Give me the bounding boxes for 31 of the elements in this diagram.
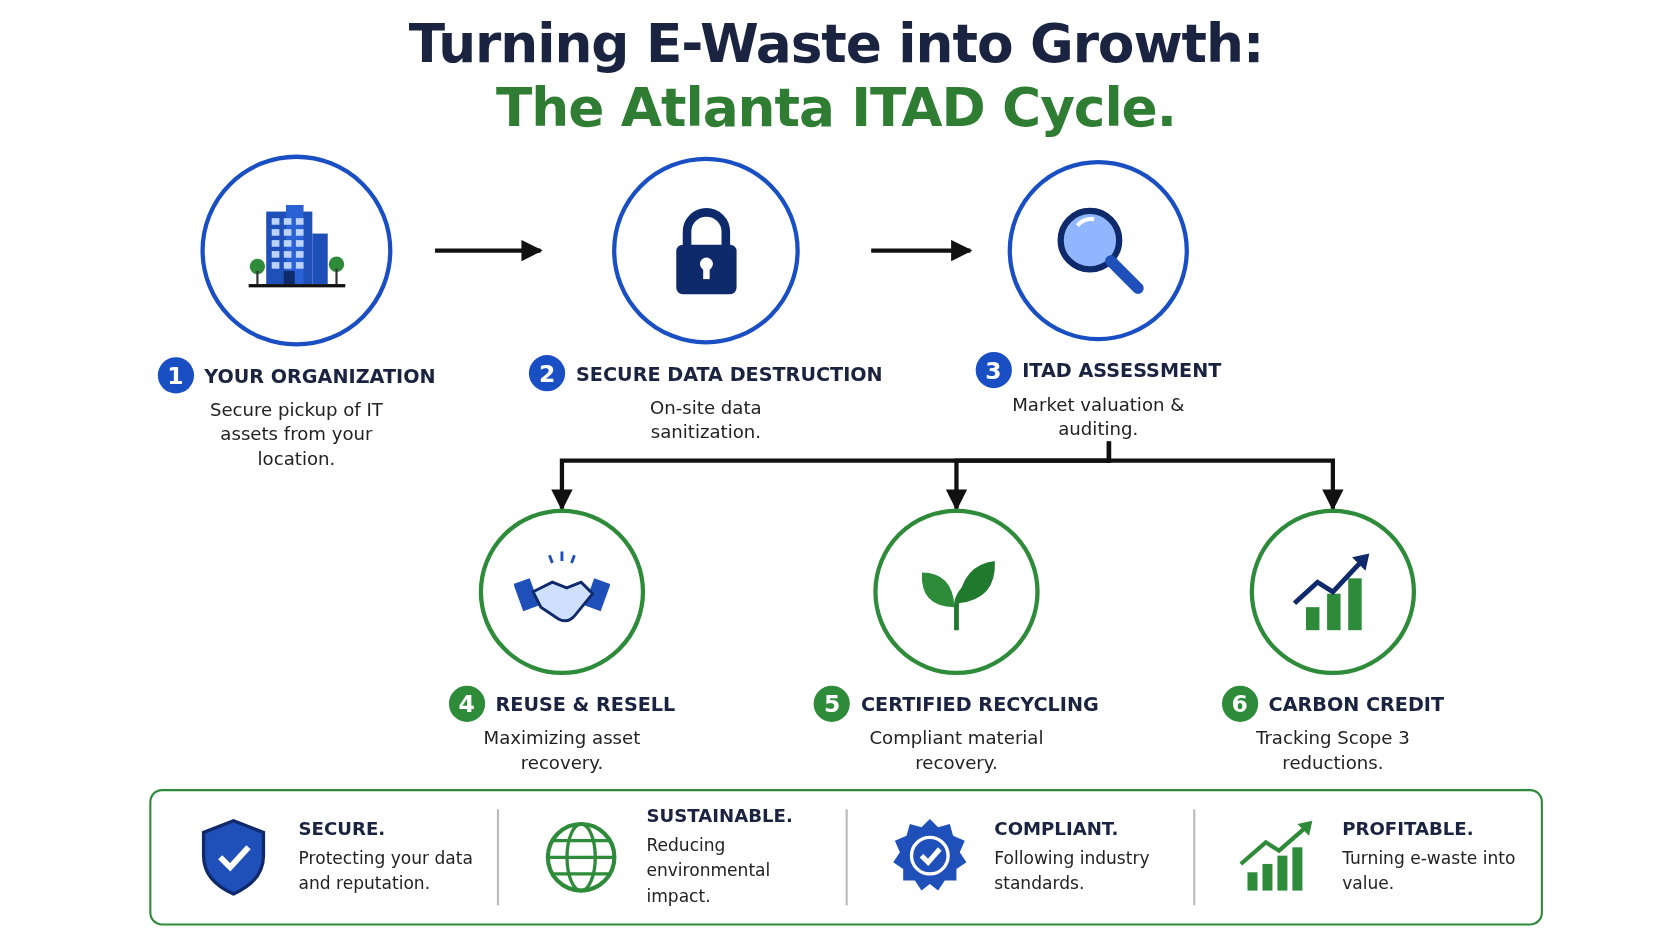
step-heading: YOUR ORGANIZATION — [204, 364, 436, 387]
number-badge: 1 — [157, 357, 194, 394]
number-badge: 4 — [448, 685, 485, 722]
step-description: Secure pickup of IT assets from your location. — [208, 397, 384, 472]
step-heading: CERTIFIED RECYCLING — [861, 692, 1099, 715]
step-heading: REUSE & RESELL — [495, 692, 676, 715]
step-heading: SECURE DATA DESTRUCTION — [576, 362, 883, 385]
number-badge: 3 — [975, 351, 1012, 389]
arrow — [435, 239, 543, 262]
feature-description: Protecting your data and reputation. — [298, 846, 474, 896]
number-badge: 5 — [814, 685, 851, 722]
feature-description: Reducing environmental impact. — [646, 833, 772, 909]
step-description: Maximizing asset recovery. — [482, 726, 642, 776]
step-description: Compliant material recovery. — [868, 726, 1045, 776]
step-heading: CARBON CREDIT — [1268, 692, 1445, 715]
feature-description: Following industry standards. — [994, 846, 1151, 896]
step-description: Tracking Scope 3 reductions. — [1255, 726, 1411, 776]
number-badge: 6 — [1221, 685, 1258, 722]
title: Turning E-Waste into Growth: — [407, 12, 1265, 75]
feature-heading: SUSTAINABLE. — [646, 805, 794, 827]
arrow — [1106, 441, 1344, 511]
step-heading: ITAD ASSESSMENT — [1022, 358, 1222, 382]
feature-heading: COMPLIANT. — [994, 817, 1120, 840]
feature-heading: SECURE. — [298, 817, 387, 840]
step-description: On-site data sanitization. — [649, 395, 763, 445]
feature-heading: PROFITABLE. — [1342, 817, 1475, 840]
feature-description: Turning e-waste into value. — [1342, 846, 1517, 896]
arrow — [871, 239, 973, 262]
number-badge: 2 — [529, 355, 566, 392]
subtitle: The Atlanta ITAD Cycle. — [495, 76, 1177, 139]
step-description: Market valuation & auditing. — [1011, 392, 1186, 442]
